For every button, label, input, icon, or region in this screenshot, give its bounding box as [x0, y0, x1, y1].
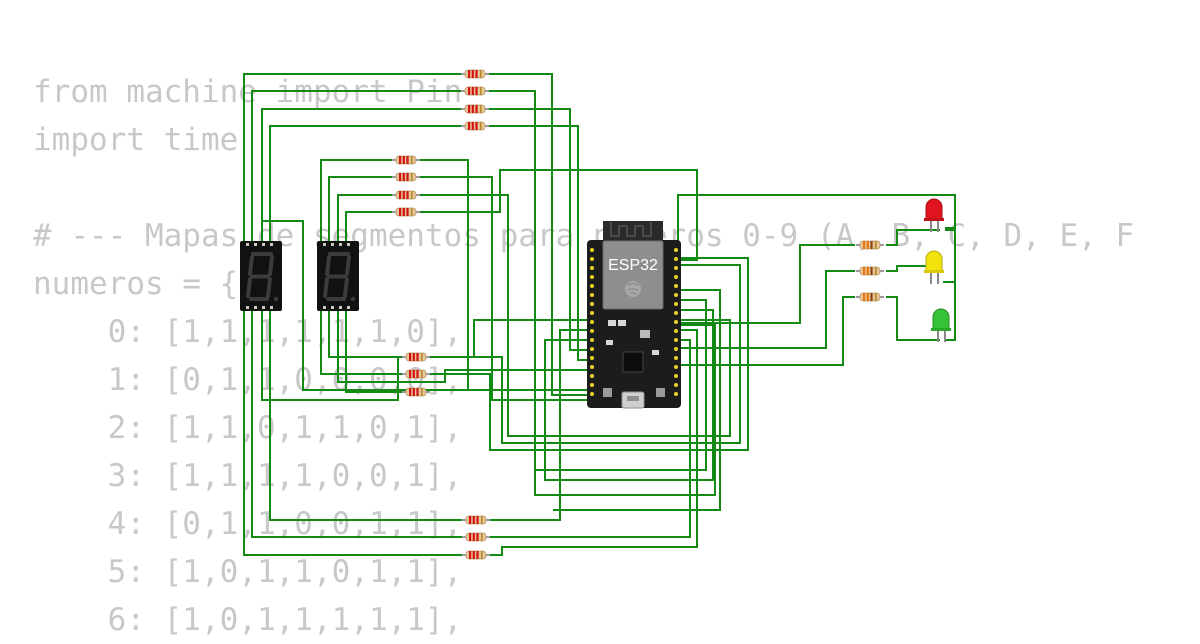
resistor[interactable]: [391, 190, 421, 200]
resistor[interactable]: [460, 104, 490, 114]
circuit-diagram[interactable]: ESP32: [0, 0, 1200, 630]
resistor[interactable]: [855, 266, 885, 276]
resistor[interactable]: [460, 69, 490, 79]
resistor[interactable]: [460, 86, 490, 96]
code-line: # --- Mapas de segmentos para números 0-…: [33, 218, 1135, 254]
resistor[interactable]: [391, 155, 421, 165]
code-line: import time: [33, 122, 239, 158]
resistor[interactable]: [855, 240, 885, 250]
board-label: ESP32: [608, 257, 658, 274]
seven-segment-display-2[interactable]: [315, 239, 361, 313]
seven-segment-display-1[interactable]: [238, 239, 284, 313]
usb-port-icon: [621, 391, 645, 409]
resistor[interactable]: [461, 550, 491, 560]
led-yellow[interactable]: [924, 250, 944, 284]
code-line: numeros = {: [33, 266, 239, 302]
resistor[interactable]: [461, 515, 491, 525]
resistor[interactable]: [401, 352, 431, 362]
resistor[interactable]: [460, 121, 490, 131]
resistor[interactable]: [461, 532, 491, 542]
resistor[interactable]: [401, 387, 431, 397]
code-line: 0: [1,1,1,1,1,1,0],: [33, 314, 463, 350]
code-line: 3: [1,1,1,1,0,0,1],: [33, 458, 463, 494]
code-line: 5: [1,0,1,1,0,1,1],: [33, 554, 463, 590]
code-line: 2: [1,1,0,1,1,0,1],: [33, 410, 463, 446]
resistor[interactable]: [855, 292, 885, 302]
wires: [243, 73, 956, 556]
esp32-board[interactable]: ESP32: [587, 221, 681, 409]
led-red[interactable]: [924, 198, 944, 232]
resistor[interactable]: [391, 172, 421, 182]
esp32-logo-icon: [625, 281, 641, 297]
led-green[interactable]: [931, 308, 951, 342]
resistor[interactable]: [391, 207, 421, 217]
resistor[interactable]: [401, 369, 431, 379]
